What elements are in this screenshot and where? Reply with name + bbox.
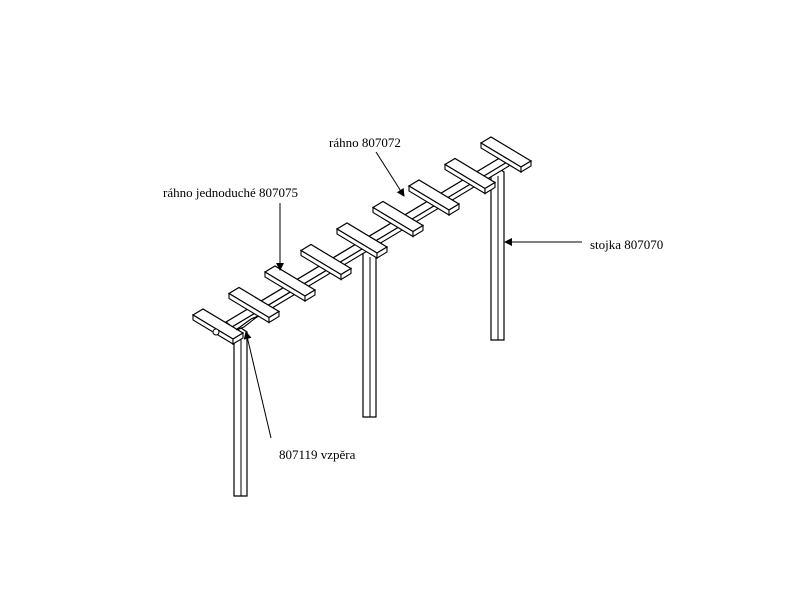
- arrow-vzpera: [243, 331, 272, 439]
- rafter: [479, 136, 533, 173]
- label-stojka: stojka 807070: [590, 237, 664, 252]
- brace: [235, 315, 259, 331]
- leader-arrows-group: [243, 151, 582, 439]
- rafter: [443, 157, 497, 195]
- brace-group: [212, 315, 259, 336]
- label-vzpera: 807119 vzpěra: [279, 447, 356, 462]
- rafter: [299, 243, 353, 281]
- rafter: [227, 286, 281, 324]
- rafters-group: [191, 136, 533, 345]
- rafter: [407, 179, 461, 216]
- rafter: [263, 265, 317, 302]
- label-rahno: ráhno 807072: [329, 135, 401, 150]
- arrow-rahno: [375, 151, 405, 197]
- rafter: [191, 308, 245, 345]
- posts-group: [233, 167, 505, 497]
- bolt: [212, 328, 220, 336]
- post-front: [233, 327, 248, 497]
- rafter: [371, 200, 425, 238]
- label-rahno-jednoduche: ráhno jednoduché 807075: [163, 185, 299, 200]
- post-back: [490, 167, 505, 341]
- post-middle: [362, 248, 377, 418]
- rafter: [335, 222, 389, 259]
